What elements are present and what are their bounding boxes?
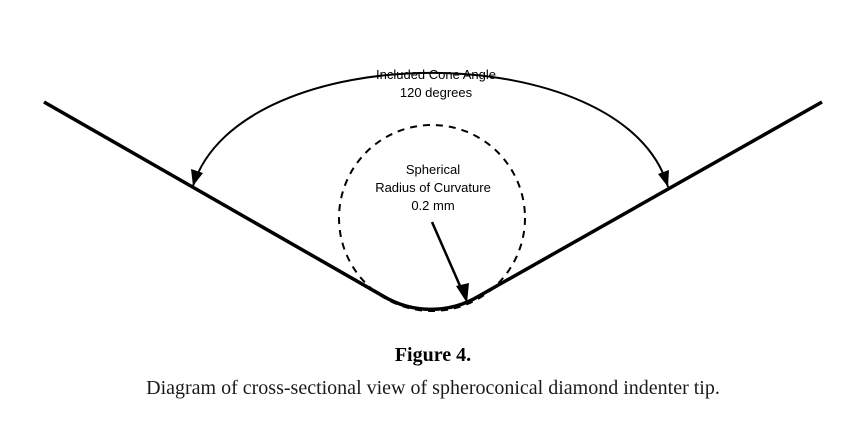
cone-angle-arrow-left bbox=[191, 169, 203, 186]
radius-label-line2: Radius of Curvature bbox=[375, 180, 491, 195]
cone-angle-label: Included Cone Angle bbox=[376, 67, 496, 82]
cone-angle-value: 120 degrees bbox=[400, 85, 473, 100]
radius-value: 0.2 mm bbox=[411, 198, 454, 213]
indenter-diagram: Included Cone Angle 120 degrees Spherica… bbox=[43, 67, 823, 312]
sphere-outline bbox=[338, 124, 526, 312]
figure-caption: Diagram of cross-sectional view of spher… bbox=[146, 377, 720, 399]
radius-arrowhead bbox=[456, 283, 469, 303]
radius-label-line1: Spherical bbox=[406, 162, 460, 177]
cone-angle-arc bbox=[192, 72, 669, 188]
cone-profile bbox=[43, 100, 823, 312]
figure-title: Figure 4. bbox=[394, 344, 472, 366]
radius-arrow bbox=[430, 221, 466, 296]
cone-angle-arrow-right bbox=[658, 170, 669, 187]
